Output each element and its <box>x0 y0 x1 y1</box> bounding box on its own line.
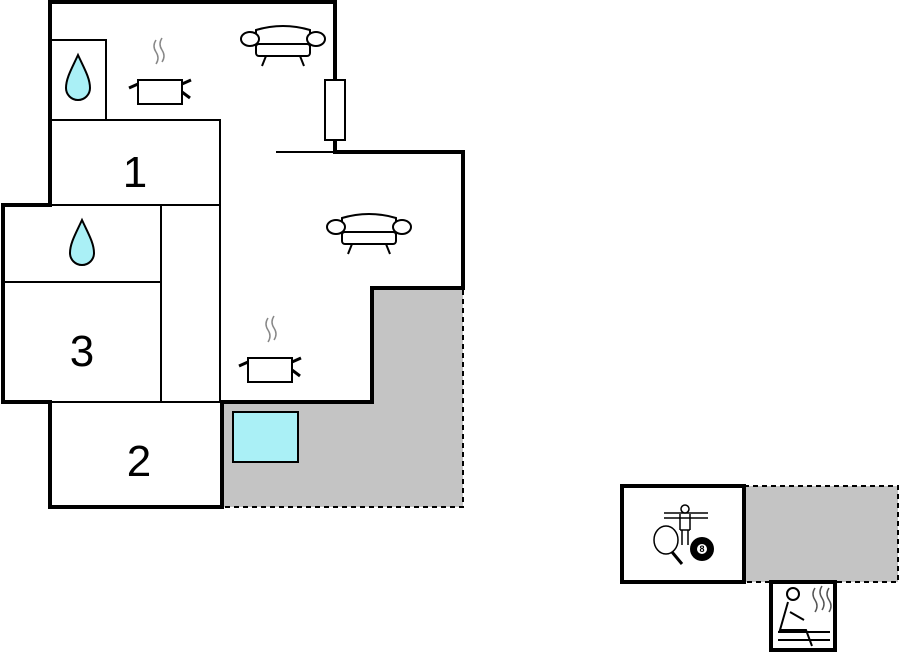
room-label-3: 3 <box>70 327 94 376</box>
pool-icon <box>232 411 299 463</box>
svg-text:8: 8 <box>699 544 704 554</box>
sofa-icon <box>326 213 412 255</box>
annex-wall <box>620 484 746 584</box>
window <box>324 79 346 141</box>
terrace-annex <box>744 486 898 582</box>
sauna-room-wall <box>769 580 837 652</box>
shower-icon <box>68 217 96 266</box>
sofa-icon <box>240 25 326 67</box>
table-tennis-icon <box>653 525 684 565</box>
room-label-2: 2 <box>127 437 151 486</box>
terrace-main-dashed-edge <box>222 290 464 508</box>
terrace-main <box>222 288 463 507</box>
table-football-icon <box>664 504 708 545</box>
interior-walls <box>3 39 335 403</box>
shower-icon <box>64 52 92 101</box>
kitchen-pot-icon <box>238 315 302 383</box>
kitchen-pot-icon <box>128 37 192 105</box>
sauna-icon <box>778 585 832 647</box>
room-label-1: 1 <box>123 148 147 197</box>
billiard-ball-icon: 8 <box>690 537 714 561</box>
